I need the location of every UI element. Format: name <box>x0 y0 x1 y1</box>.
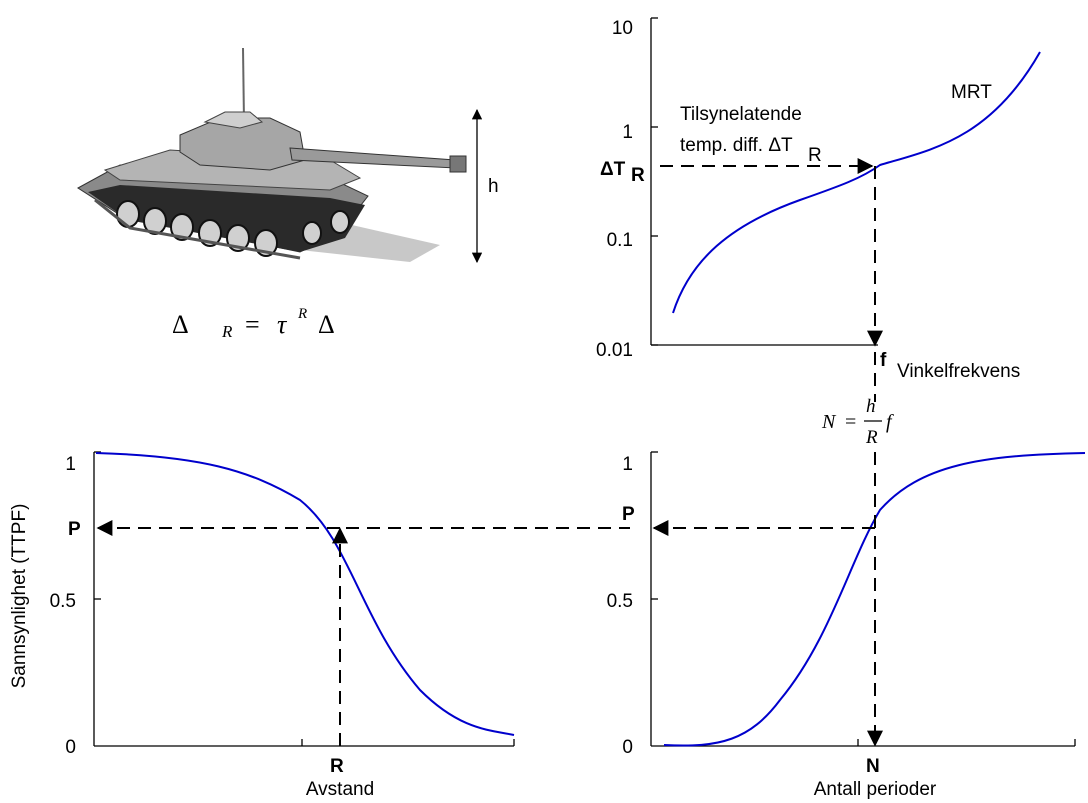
mrt-curve <box>672 51 1041 314</box>
delta-t-marker-sub: R <box>631 165 645 186</box>
right-x-label: Antall perioder <box>814 779 937 800</box>
mrt-annotation-sub: R <box>808 145 822 166</box>
mrt-ytick-0-01: 0.01 <box>596 340 633 361</box>
mrt-x-label: Vinkelfrekvens <box>897 361 1020 382</box>
n-eq-n: N <box>821 411 837 433</box>
left-p-marker: P <box>68 519 81 540</box>
right-p-marker: P <box>622 504 635 525</box>
left-curve <box>95 452 515 736</box>
mrt-ytick-10: 10 <box>612 18 633 39</box>
eq-tau: τ <box>277 310 288 339</box>
tank-illustration <box>77 47 467 262</box>
right-ytick-0: 0 <box>622 737 633 758</box>
eq-sub-left: R <box>221 322 233 341</box>
mrt-curve-label: MRT <box>951 82 992 103</box>
freq-marker: f <box>880 350 887 371</box>
n-eq-denominator: R <box>865 427 878 448</box>
mrt-ytick-0-1: 0.1 <box>607 230 633 251</box>
eq-delta-right: Δ <box>318 310 335 339</box>
right-curve <box>663 452 1086 747</box>
mrt-annotation-line2: temp. diff. ΔT <box>680 135 793 156</box>
transmission-equation: Δ R = τ R Δ <box>172 306 335 341</box>
height-label: h <box>488 176 499 197</box>
mrt-panel: 10 1 0.1 0.01 MRT Tilsynelatende temp. d… <box>596 17 1041 382</box>
right-panel: 1 0.5 0 P N Antall perioder <box>607 451 1086 800</box>
n-eq-f: f <box>886 411 894 433</box>
right-ytick-0-5: 0.5 <box>607 591 633 612</box>
left-y-label: Sannsynlighet (TTPF) <box>9 504 30 689</box>
left-ytick-0: 0 <box>65 737 76 758</box>
left-ytick-0-5: 0.5 <box>50 591 76 612</box>
eq-delta-left: Δ <box>172 310 189 339</box>
mrt-annotation-line1: Tilsynelatende <box>680 104 802 125</box>
mrt-ytick-1: 1 <box>622 122 633 143</box>
n-eq-numerator: h <box>866 396 876 417</box>
left-x-label: Avstand <box>306 779 374 800</box>
left-r-marker: R <box>330 756 344 777</box>
left-panel: 1 0.5 0 Sannsynlighet (TTPF) P R Avstand <box>9 451 515 800</box>
eq-equals: = <box>245 310 260 339</box>
right-n-marker: N <box>866 756 880 777</box>
n-equation: N = h R f <box>821 396 894 448</box>
n-eq-equals: = <box>845 411 856 433</box>
left-ytick-1: 1 <box>65 454 76 475</box>
eq-sup: R <box>297 306 307 322</box>
delta-t-marker: ΔT <box>600 159 626 180</box>
right-ytick-1: 1 <box>622 454 633 475</box>
